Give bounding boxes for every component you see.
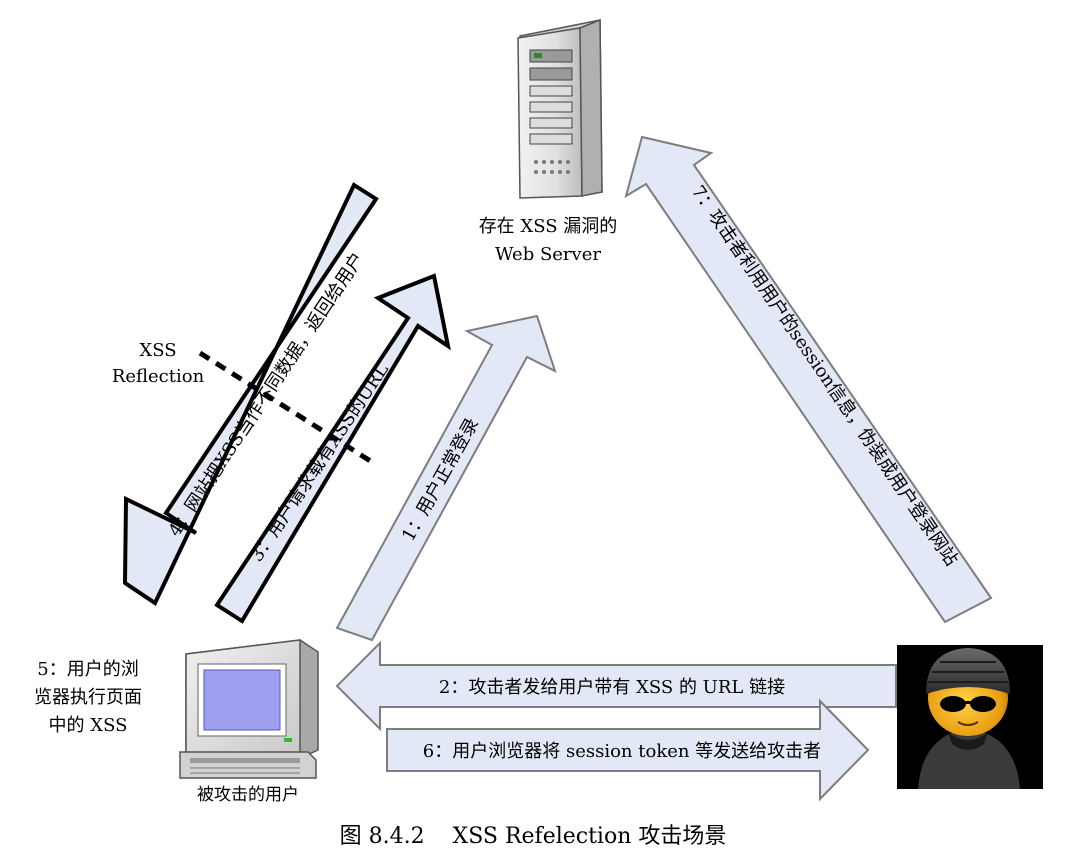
- computer-icon: [179, 639, 319, 779]
- victim-note-line1: 5：用户的浏: [37, 659, 138, 680]
- arrow-step3: 3：用户请求载有XSS的URL: [214, 273, 451, 624]
- figure-caption: 图 8.4.2 XSS Refelection 攻击场景: [340, 824, 727, 849]
- server-label-line2: Web Server: [495, 244, 601, 265]
- reflection-dashed-line: [198, 350, 374, 465]
- arrow-step2: 2：攻击者发给用户带有 XSS 的 URL 链接: [335, 640, 897, 732]
- server-label-line1: 存在 XSS 漏洞的: [479, 216, 618, 237]
- arrow-step1-label: 1：用户正常登录: [398, 415, 483, 545]
- arrow-step4: 4：网站把XSS当作不同数据，返回给用户: [122, 182, 379, 606]
- arrow-step7-label: 7：攻击者利用用户的session信息，伪装成用户登录网站: [687, 182, 962, 570]
- attacker-icon: [897, 645, 1043, 789]
- arrow-step6: 6：用户浏览器将 session token 等发送给攻击者: [386, 698, 870, 802]
- victim-note-line3: 中的 XSS: [49, 715, 128, 736]
- server-icon: [517, 18, 603, 199]
- victim-label: 被攻击的用户: [197, 785, 299, 805]
- arrow-step6-label: 6：用户浏览器将 session token 等发送给攻击者: [423, 741, 821, 762]
- arrow-step2-label: 2：攻击者发给用户带有 XSS 的 URL 链接: [439, 677, 785, 698]
- arrow-step1: 1：用户正常登录: [335, 314, 557, 642]
- victim-note-line2: 览器执行页面: [34, 687, 142, 708]
- arrow-step7: 7：攻击者利用用户的session信息，伪装成用户登录网站: [624, 135, 993, 624]
- reflection-label-line1: XSS: [139, 340, 176, 361]
- reflection-label-line2: Reflection: [112, 366, 205, 387]
